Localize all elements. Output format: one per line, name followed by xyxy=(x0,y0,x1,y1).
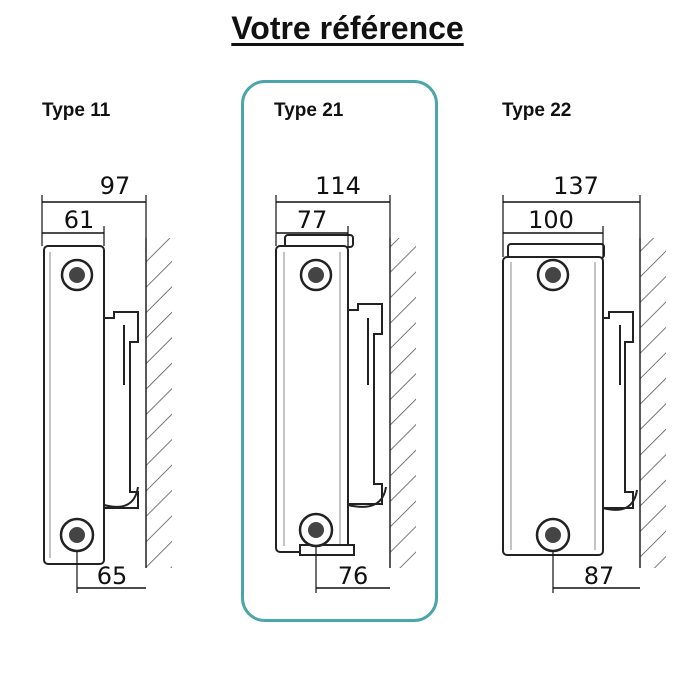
wall-hatch xyxy=(146,238,172,568)
radiator-panel xyxy=(43,245,105,565)
type-11-label: Type 11 xyxy=(42,100,111,121)
overall-depth-label: 114 xyxy=(315,172,361,200)
panel-depth-label: 100 xyxy=(528,206,574,234)
overall-depth-label: 97 xyxy=(100,172,131,200)
selected-type-highlight xyxy=(241,80,438,622)
wall-offset-label: 87 xyxy=(584,562,615,590)
wall-bracket xyxy=(347,303,383,505)
type-22-drawing: 137 100 87 xyxy=(502,172,666,593)
panel-depth-label: 61 xyxy=(64,206,95,234)
wall-hatch xyxy=(640,238,666,568)
page-title: Votre référence xyxy=(231,10,464,46)
wall-offset-label: 76 xyxy=(338,562,369,590)
type-11-drawing: 97 61 65 xyxy=(41,172,172,593)
type-21-label: Type 21 xyxy=(274,100,344,121)
type-21-drawing: 114 77 76 xyxy=(275,172,416,593)
wall-bracket xyxy=(103,311,139,509)
type-22-label: Type 22 xyxy=(502,100,572,121)
panel-depth-label: 77 xyxy=(297,206,328,234)
wall-hatch xyxy=(390,238,416,568)
top-grille xyxy=(507,243,605,259)
wall-bracket xyxy=(602,311,634,509)
radiator-panel xyxy=(275,245,349,553)
overall-depth-label: 137 xyxy=(553,172,599,200)
wall-offset-label: 65 xyxy=(97,562,128,590)
radiator-panel xyxy=(502,256,604,556)
